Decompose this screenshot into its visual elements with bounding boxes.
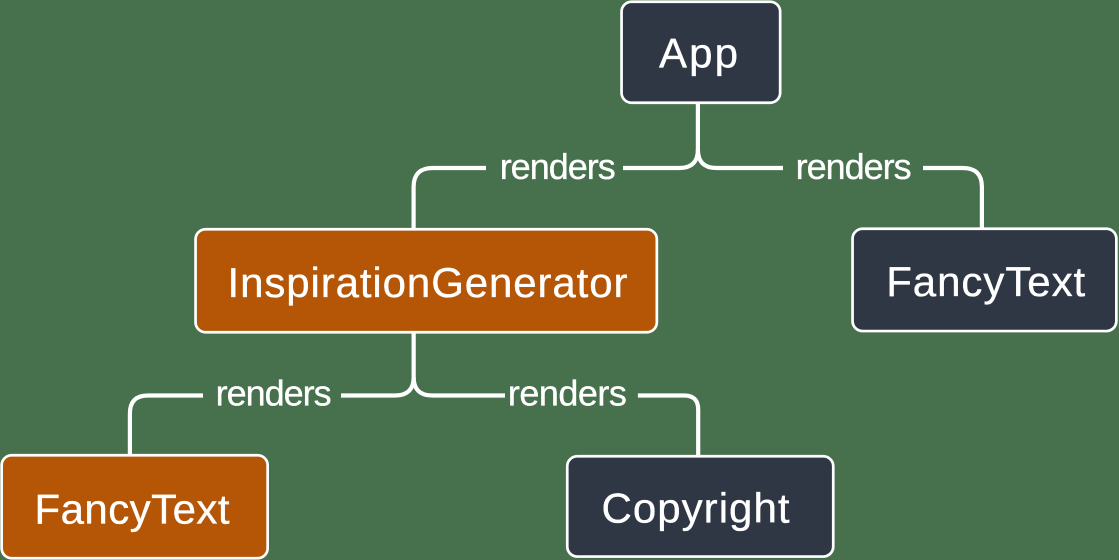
svg-text:FancyText: FancyText (35, 486, 230, 533)
svg-text:Copyright: Copyright (602, 485, 790, 532)
svg-text:renders: renders (500, 146, 616, 187)
svg-text:renders: renders (508, 373, 627, 414)
svg-text:renders: renders (216, 373, 332, 414)
svg-text:FancyText: FancyText (886, 258, 1085, 305)
svg-text:renders: renders (796, 146, 912, 187)
svg-text:App: App (659, 30, 738, 77)
svg-text:InspirationGenerator: InspirationGenerator (228, 259, 628, 306)
